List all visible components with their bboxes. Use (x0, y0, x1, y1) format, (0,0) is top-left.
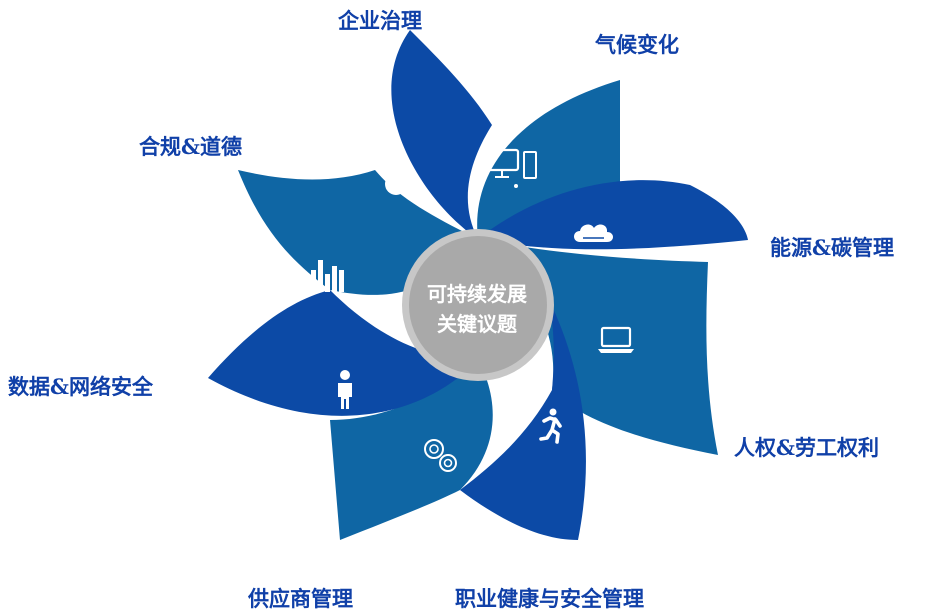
label-human-rights: 人权&劳工权利 (734, 435, 879, 460)
petal-occupational-health (460, 250, 586, 540)
laptop-icon (598, 326, 634, 353)
label-supplier-management: 供应商管理 (248, 586, 353, 611)
label-energy-carbon: 能源&碳管理 (770, 235, 894, 260)
center-title: 可持续发展 关键议题 (397, 279, 557, 339)
pie-chart-icon (385, 169, 412, 195)
center-hub (409, 236, 547, 374)
label-compliance-ethics: 合规&道德 (139, 134, 242, 159)
person-icon (338, 370, 352, 409)
label-data-security: 数据&网络安全 (8, 374, 153, 399)
bar-chart-icon (311, 260, 344, 292)
center-title-line2: 关键议题 (437, 312, 517, 336)
petal-supplier-management (330, 360, 493, 540)
running-person-icon (539, 408, 562, 444)
petal-data-security (208, 290, 478, 416)
cloud-icon (574, 224, 613, 242)
label-corporate-governance: 企业治理 (338, 8, 422, 33)
desktop-computer-icon (484, 148, 537, 188)
label-climate-change: 气候变化 (595, 32, 679, 57)
petal-energy-carbon (478, 180, 748, 250)
label-occupational-health: 职业健康与安全管理 (455, 586, 644, 611)
center-title-line1: 可持续发展 (427, 282, 527, 306)
petal-corporate-governance (391, 30, 492, 239)
gears-icon (424, 439, 457, 472)
